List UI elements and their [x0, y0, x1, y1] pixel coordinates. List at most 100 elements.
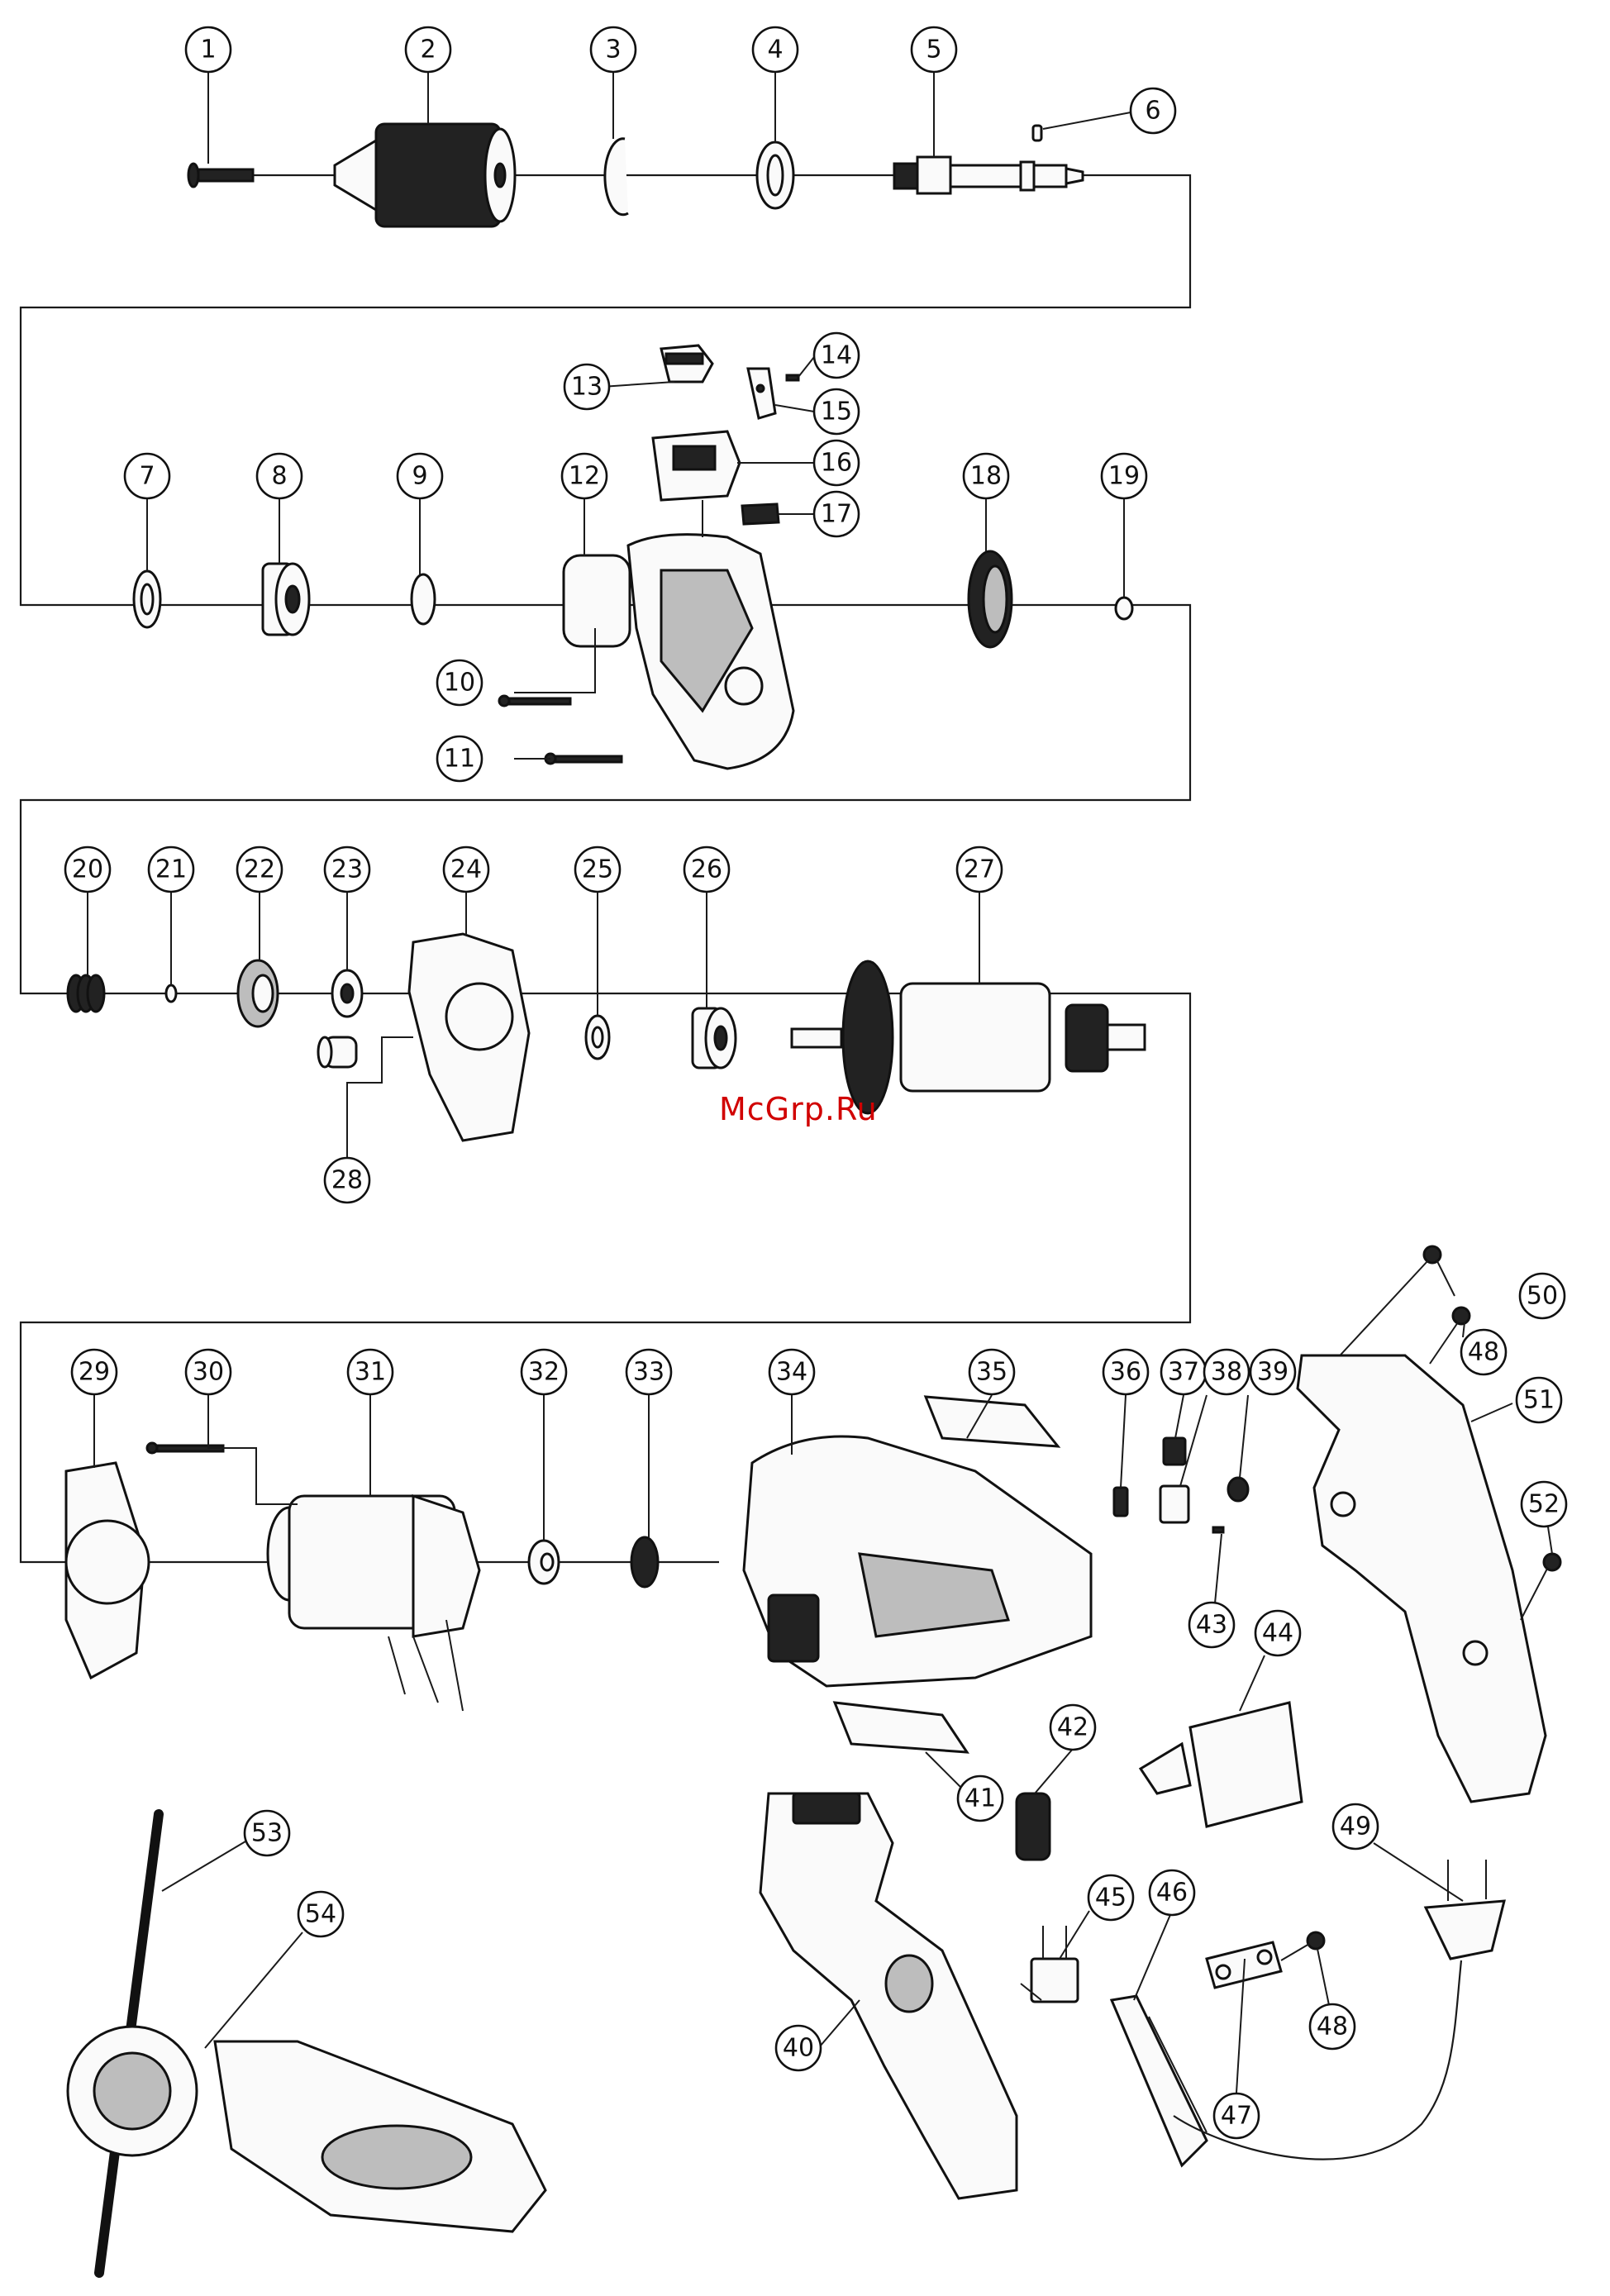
svg-text:5: 5 [926, 36, 941, 64]
svg-text:18: 18 [970, 462, 1002, 491]
callout-36: 36 [1103, 1350, 1148, 1394]
callout-50: 50 [1520, 1274, 1565, 1318]
svg-text:6: 6 [1145, 97, 1160, 126]
callout-52: 52 [1522, 1482, 1566, 1527]
callout-18: 18 [964, 454, 1008, 498]
part-26-bearing [693, 1008, 736, 1068]
part-29-fan-baffle [66, 1463, 149, 1678]
callout-27: 27 [957, 847, 1002, 892]
part-18-gear [969, 551, 1012, 647]
svg-text:23: 23 [331, 855, 363, 884]
part-54-side-handle [68, 2027, 545, 2232]
part-35-label [926, 1397, 1058, 1446]
part-28-bushing [318, 1037, 356, 1067]
callout-5: 5 [912, 27, 956, 72]
callout-37: 37 [1161, 1350, 1206, 1394]
callout-17: 17 [814, 492, 859, 536]
callout-35: 35 [969, 1350, 1014, 1394]
svg-text:44: 44 [1262, 1619, 1293, 1648]
svg-text:20: 20 [72, 855, 103, 884]
callout-48-top: 48 [1461, 1330, 1506, 1374]
svg-text:48: 48 [1468, 1338, 1499, 1367]
svg-text:4: 4 [767, 36, 783, 64]
part-48-screw-bottom [1281, 1932, 1324, 1960]
svg-text:40: 40 [783, 2034, 814, 2063]
callout-11: 11 [437, 736, 482, 781]
callout-48-bottom: 48 [1310, 2004, 1355, 2049]
callout-54: 54 [298, 1892, 343, 1936]
callout-10: 10 [437, 660, 482, 705]
svg-text:30: 30 [193, 1358, 224, 1387]
callout-51: 51 [1517, 1378, 1561, 1422]
callout-19: 19 [1102, 454, 1146, 498]
svg-text:49: 49 [1340, 1813, 1371, 1841]
svg-text:17: 17 [821, 500, 852, 529]
callout-2: 2 [406, 27, 450, 72]
svg-text:41: 41 [965, 1784, 996, 1813]
part-6-key [1033, 126, 1041, 141]
part-39-spring [1228, 1478, 1248, 1501]
svg-text:31: 31 [355, 1358, 386, 1387]
callout-1: 1 [186, 27, 231, 72]
part-7-washer [134, 571, 160, 627]
callout-39: 39 [1250, 1350, 1295, 1394]
part-22-gear [238, 960, 278, 1027]
callout-14: 14 [814, 333, 859, 378]
svg-text:16: 16 [821, 449, 852, 478]
callout-24: 24 [444, 847, 488, 892]
svg-text:32: 32 [528, 1358, 560, 1387]
svg-text:8: 8 [271, 462, 287, 491]
callout-34: 34 [769, 1350, 814, 1394]
callout-20: 20 [65, 847, 110, 892]
svg-text:1: 1 [200, 36, 216, 64]
part-14-screw [787, 375, 798, 380]
callout-31: 31 [348, 1350, 393, 1394]
svg-text:22: 22 [244, 855, 275, 884]
callout-12: 12 [562, 454, 607, 498]
part-50-screw [1332, 1246, 1441, 1364]
callout-22: 22 [237, 847, 282, 892]
part-8-bearing [263, 564, 309, 635]
svg-text:19: 19 [1108, 462, 1140, 491]
callout-3: 3 [591, 27, 636, 72]
svg-text:27: 27 [964, 855, 995, 884]
svg-text:47: 47 [1221, 2102, 1252, 2131]
part-42-capacitor [1017, 1793, 1050, 1860]
callout-49: 49 [1333, 1804, 1378, 1849]
svg-text:29: 29 [79, 1358, 110, 1387]
svg-text:46: 46 [1156, 1879, 1188, 1908]
svg-text:7: 7 [139, 462, 155, 491]
svg-text:50: 50 [1527, 1282, 1558, 1311]
svg-text:24: 24 [450, 855, 482, 884]
callout-40: 40 [776, 2026, 821, 2070]
svg-text:51: 51 [1523, 1386, 1555, 1415]
part-45-terminal [1031, 1926, 1078, 2002]
svg-text:52: 52 [1528, 1490, 1560, 1519]
watermark-text: McGrp.Ru [719, 1091, 878, 1127]
part-21-washer [166, 985, 176, 1002]
callout-25: 25 [575, 847, 620, 892]
part-34-motor-housing [744, 1436, 1091, 1686]
part-17-spring-plate [742, 504, 779, 524]
part-40-handle [760, 1793, 1017, 2198]
part-9-ring [412, 574, 435, 624]
part-11-screw [545, 754, 622, 764]
part-36-clip [1114, 1488, 1127, 1516]
part-20-spring [68, 975, 104, 1012]
part-52-screw [1521, 1554, 1560, 1620]
part-16-switch-slider [653, 431, 740, 500]
callout-47: 47 [1214, 2094, 1259, 2138]
part-51-handle-half [1298, 1355, 1546, 1802]
svg-text:10: 10 [444, 669, 475, 698]
callout-26: 26 [684, 847, 729, 892]
svg-text:11: 11 [444, 745, 475, 774]
part-13-button [661, 345, 712, 382]
callout-21: 21 [149, 847, 193, 892]
callout-41: 41 [958, 1776, 1003, 1821]
svg-text:53: 53 [251, 1819, 283, 1848]
part-4-washer [757, 142, 793, 208]
part-31-stator [268, 1496, 479, 1711]
svg-text:36: 36 [1110, 1358, 1141, 1387]
callout-15: 15 [814, 389, 859, 434]
callout-8: 8 [257, 454, 302, 498]
